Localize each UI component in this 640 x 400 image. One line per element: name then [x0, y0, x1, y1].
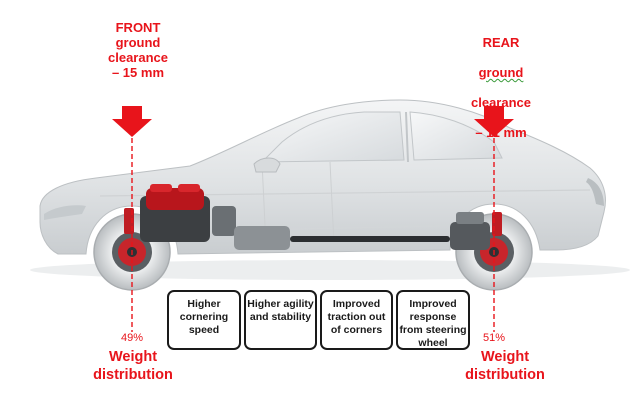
rear-weight-percent: 51%: [483, 332, 506, 344]
benefit-box-traction: Improved traction out of corners: [320, 290, 393, 350]
rear-label-line3: clearance: [471, 95, 531, 110]
rear-clearance-label: REAR ground clearance – 11 mm: [446, 20, 556, 155]
rear-weight-label: Weight distribution: [446, 348, 564, 384]
side-mirror: [253, 157, 281, 173]
benefit-text: Higher cornering speed: [179, 298, 229, 336]
benefit-text: Improved response from steering wheel: [399, 298, 467, 349]
front-weight-line2: distribution: [93, 367, 173, 383]
headlight: [44, 205, 86, 220]
benefit-box-cornering: Higher cornering speed: [167, 290, 241, 350]
rear-label-line4: – 11 mm: [475, 125, 527, 140]
benefit-box-steering: Improved response from steering wheel: [396, 290, 470, 350]
rear-window: [409, 111, 503, 161]
front-weight-label: Weight distribution: [78, 348, 188, 384]
rear-label-line1: REAR: [482, 35, 520, 50]
benefit-box-agility: Higher agility and stability: [244, 290, 317, 350]
taillight: [586, 178, 604, 206]
driveshaft: [290, 236, 450, 242]
rear-arrow-icon: [474, 106, 514, 137]
gearbox: [234, 226, 290, 250]
engine: [140, 184, 236, 242]
rear-weight-line1: Weight: [480, 349, 530, 365]
rear-axle: [450, 212, 502, 250]
front-arrow-icon: [112, 106, 152, 137]
rear-label-line2: ground: [478, 65, 524, 80]
front-clearance-label: FRONT ground clearance – 15 mm: [108, 20, 168, 80]
front-weight-percent: 49%: [121, 332, 144, 344]
side-window: [260, 111, 405, 163]
benefit-text: Improved traction out of corners: [327, 298, 386, 336]
benefit-text: Higher agility and stability: [247, 298, 314, 323]
rear-weight-line2: distribution: [465, 367, 545, 383]
front-weight-line1: Weight: [108, 349, 158, 365]
